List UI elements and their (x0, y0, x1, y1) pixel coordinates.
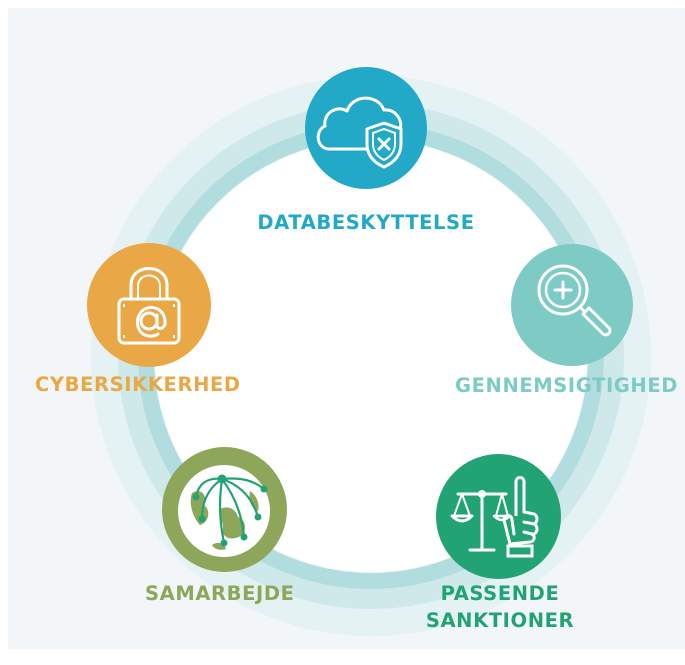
samarbejde-node (162, 447, 287, 572)
gennemsigtighed-node (511, 244, 633, 366)
magnifier-plus-icon (537, 264, 612, 337)
passende-sanktioner-label-line2: SANKTIONER (425, 609, 575, 632)
cybersikkerhed-label: CYBERSIKKERHED (35, 373, 241, 396)
samarbejde-label: SAMARBEJDE (145, 582, 295, 605)
padlock-at-icon (117, 267, 181, 345)
passende-sanktioner-label: PASSENDE SANKTIONER (400, 580, 600, 634)
passende-sanktioner-node (436, 454, 561, 579)
databeskyttelse-label: DATABESKYTTELSE (257, 211, 475, 234)
scales-hand-icon (450, 476, 539, 558)
globe-network-icon (178, 465, 270, 557)
gennemsigtighed-label: GENNEMSIGTIGHED (455, 374, 679, 397)
cloud-shield-icon (316, 96, 403, 169)
databeskyttelse-node (305, 67, 427, 189)
passende-sanktioner-label-line1: PASSENDE (440, 582, 560, 605)
cybersikkerhed-node (87, 243, 211, 367)
